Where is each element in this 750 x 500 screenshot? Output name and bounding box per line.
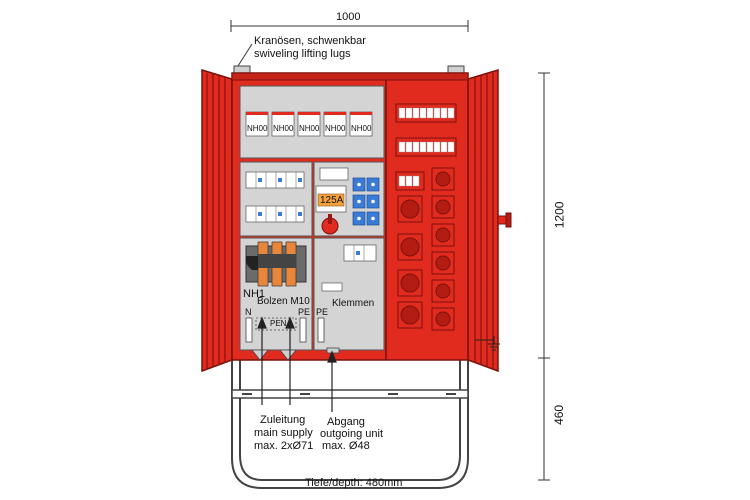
mcb-dividers [255, 172, 365, 261]
lifting-lugs-label-de: Kranösen, schwenkbar [254, 35, 366, 47]
right-door[interactable] [467, 68, 499, 373]
depth-label: Tiefe/depth: 480mm [305, 477, 403, 489]
rcd-rating-label: 125A [320, 195, 344, 206]
cabinet-height-label: 1200 [552, 201, 567, 229]
lifting-lug-leader [237, 43, 253, 67]
pe-label-left: PE [298, 307, 311, 317]
supply-label-de: Zuleitung [260, 414, 306, 426]
ground-symbol-icon [475, 336, 500, 351]
cee-sockets-large [397, 195, 423, 329]
stand-crossbar [231, 389, 469, 399]
fuse-label-3: NH00 [299, 124, 320, 133]
width-label: 1000 [336, 11, 361, 23]
nh00-fuse-row [245, 111, 373, 137]
n-pe-rails [245, 317, 325, 343]
pen-label: PEN [270, 319, 287, 328]
outgoing-label-en: outgoing unit [320, 428, 383, 440]
outgoing-label-max: max. Ø48 [322, 440, 370, 452]
lifting-lug-left [233, 65, 251, 74]
cee-sockets-small [431, 167, 455, 331]
rcd-main [315, 185, 347, 213]
terminal-strip [321, 282, 343, 292]
door-handle-icon[interactable] [497, 212, 512, 228]
stand-height-label: 460 [552, 404, 567, 425]
fuse-label-5: NH00 [351, 124, 372, 133]
klemmen-label: Klemmen [332, 298, 375, 309]
supply-label-en: main supply [254, 427, 313, 439]
pe-label-right: PE [316, 307, 329, 317]
mcb-blue-marks [258, 178, 360, 255]
nh1-main-switch[interactable] [245, 241, 307, 287]
cabinet-roof [231, 72, 469, 81]
blue-socket-holes [357, 182, 375, 221]
crossbar-slots [242, 393, 456, 395]
rotary-knob[interactable] [321, 214, 339, 235]
height-dimension-line [538, 72, 550, 481]
outgoing-label-de: Abgang [327, 416, 365, 428]
cabinet-stand [231, 358, 469, 489]
width-dimension-line [230, 20, 469, 32]
lifting-lug-right [447, 65, 465, 74]
cable-glands [251, 347, 340, 361]
supply-label-max: max. 2xØ71 [254, 440, 314, 452]
nh1-label: NH1 [243, 288, 266, 300]
fuse-label-2: NH00 [273, 124, 294, 133]
cable-arrows [257, 316, 337, 412]
n-label: N [245, 307, 252, 317]
fuse-label-1: NH00 [247, 124, 268, 133]
lifting-lugs-label-en: swiveling lifting lugs [254, 48, 351, 60]
left-door[interactable] [201, 68, 233, 373]
bolzen-label: Bolzen M10 [257, 296, 310, 307]
right-mcb-modules [398, 107, 455, 187]
fuse-label-4: NH00 [325, 124, 346, 133]
